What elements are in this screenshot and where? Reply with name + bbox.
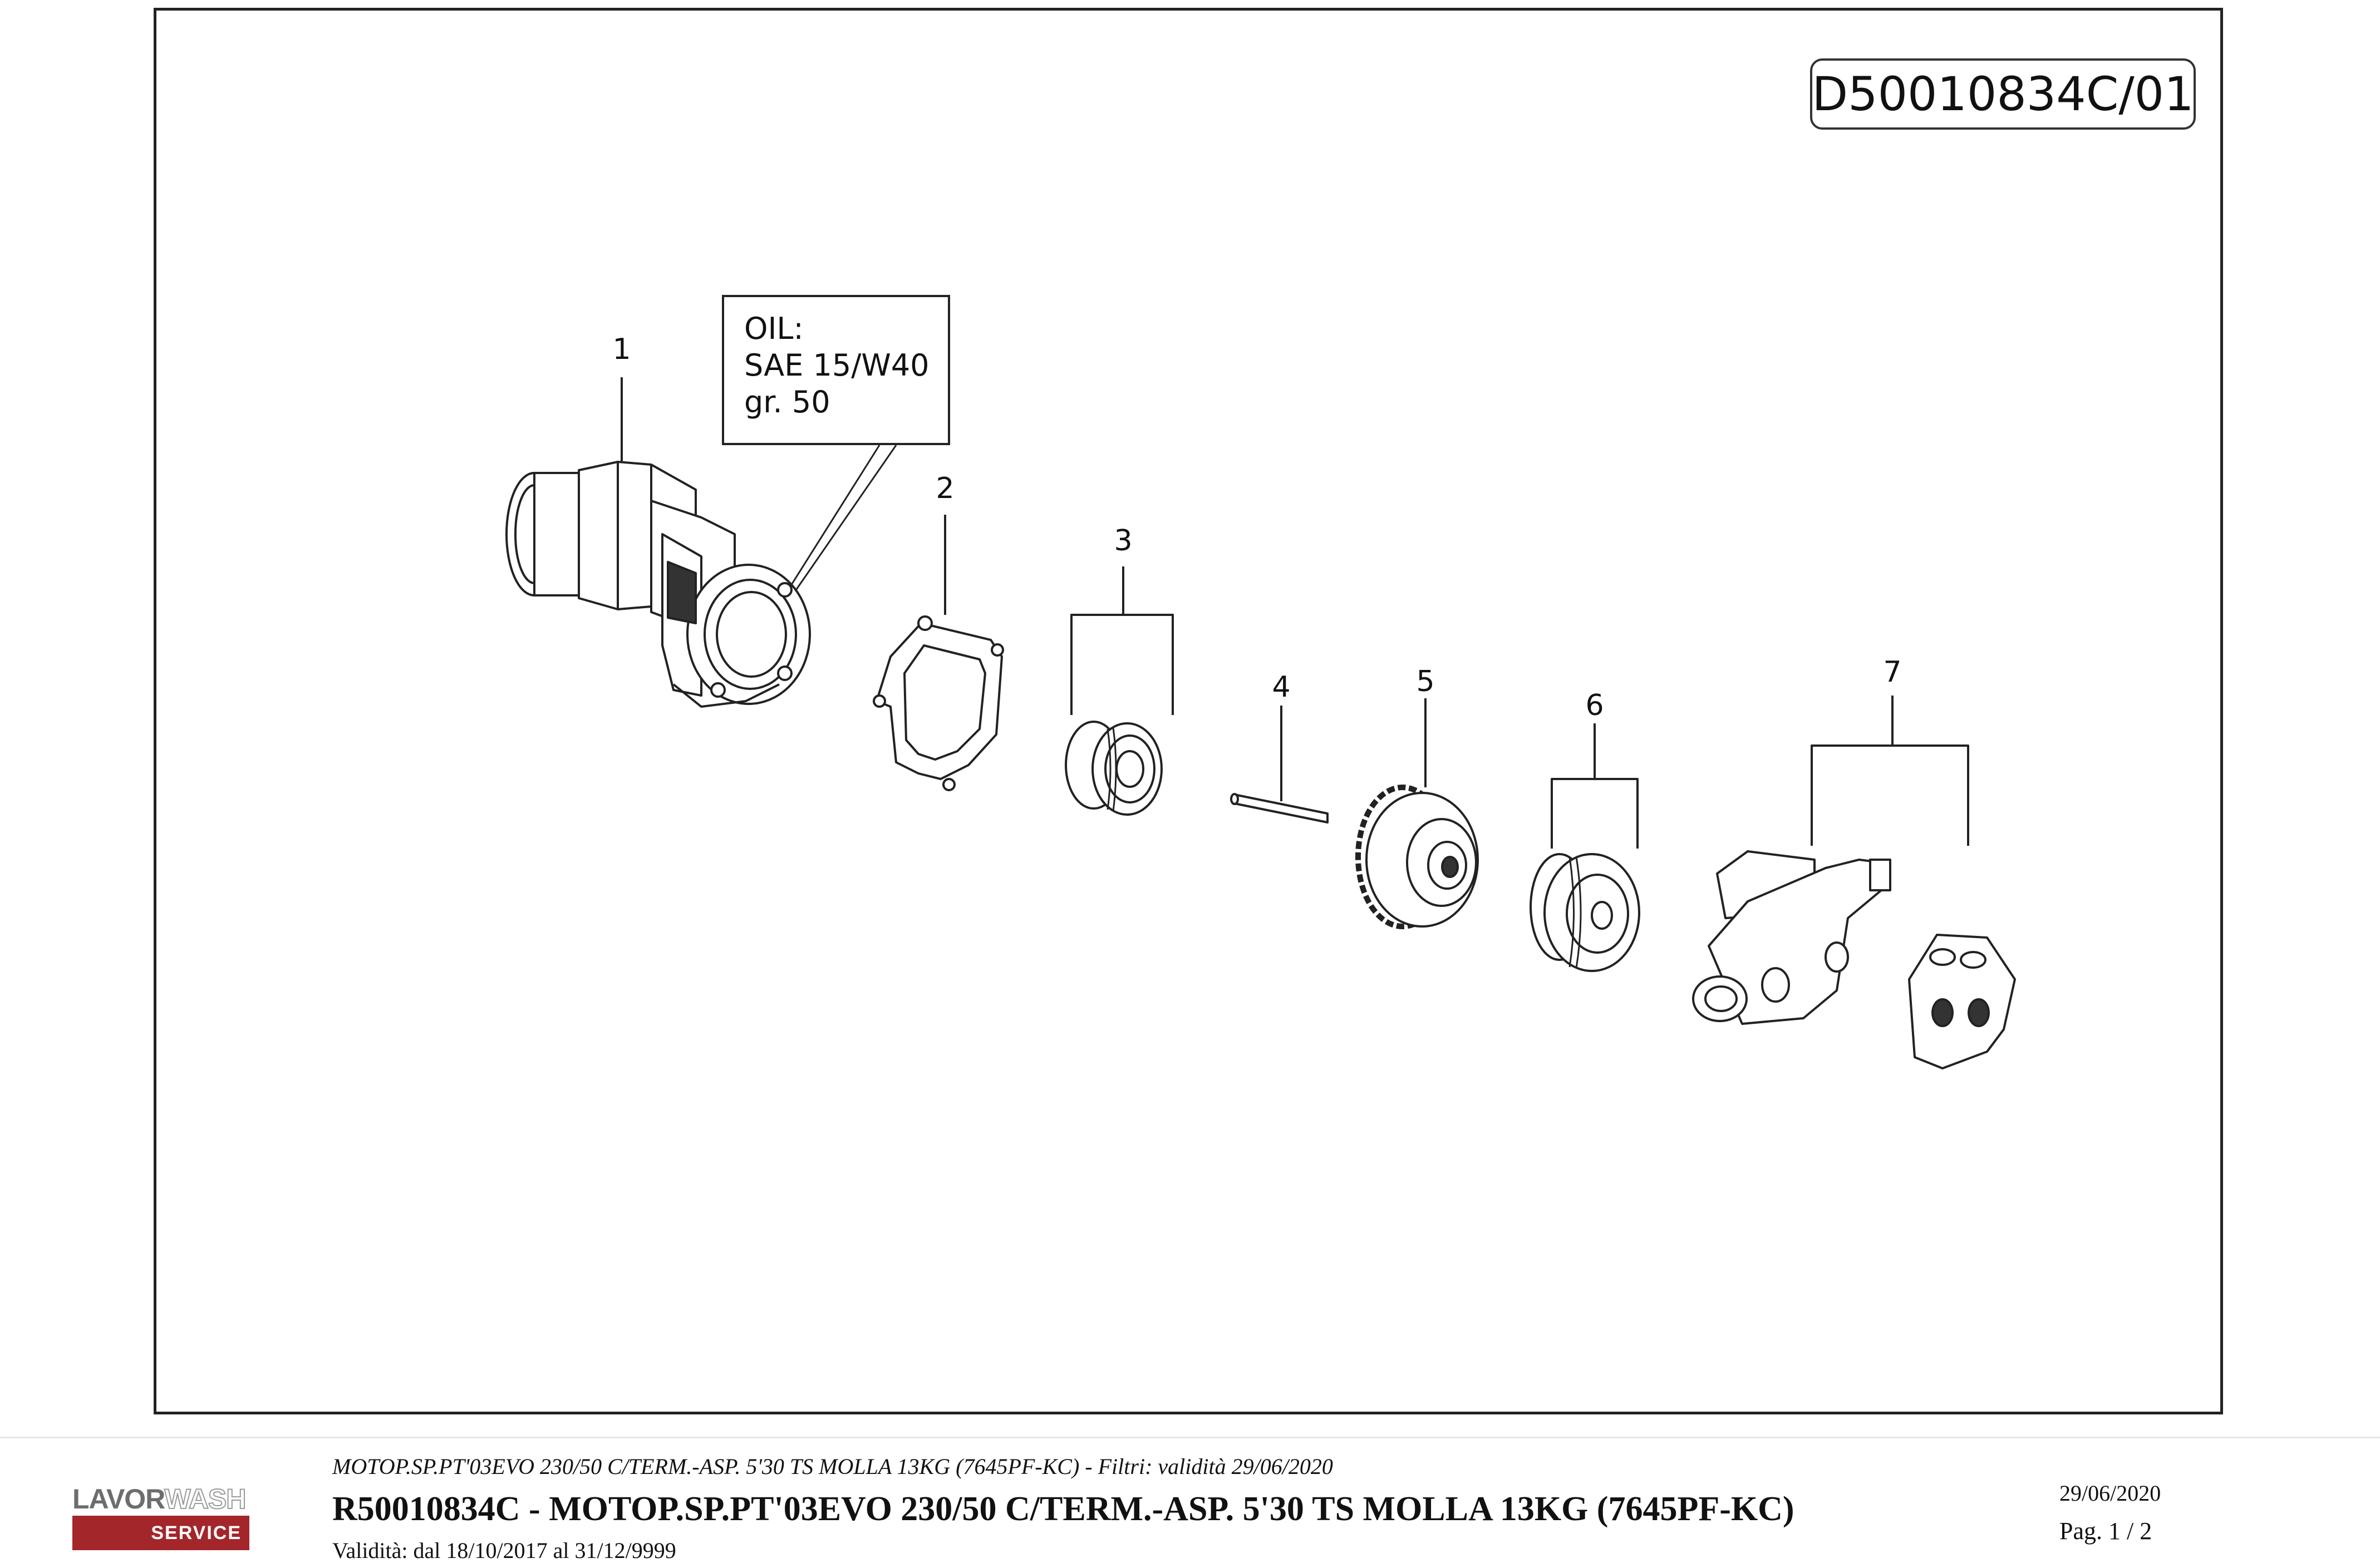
oil-note-line: OIL: [744,311,804,346]
footer-title: R50010834C - MOTOP.SP.PT'03EVO 230/50 C/… [332,1490,1794,1528]
flange-gasket-icon [873,615,1004,791]
footer-subtitle: MOTOP.SP.PT'03EVO 230/50 C/TERM.-ASP. 5'… [332,1454,1333,1479]
document-code: D50010834C/01 [1810,58,2196,130]
gear-wheel-icon [1355,785,1479,929]
oil-note-box: OIL: SAE 15/W40 gr. 50 [722,295,950,445]
company-logo: LAVORWASH SERVICE [72,1483,249,1554]
callout-number: 2 [936,472,955,505]
pump-head-assembly-icon [1692,850,2016,1069]
page-number: Pag. 1 / 2 [2059,1517,2152,1545]
logo-tagline: SERVICE [72,1516,249,1550]
leader-lines [621,377,1969,849]
bearing-set-icon [1065,721,1163,816]
footer-divider [0,1437,2380,1438]
pin-icon [1230,793,1329,824]
logo-wordmark: LAVORWASH [72,1483,247,1515]
oil-note-line: gr. 50 [744,384,830,420]
callout-number: 4 [1272,670,1291,704]
oil-note-line: SAE 15/W40 [744,348,930,383]
callout-number: 5 [1416,665,1435,698]
drawing-frame [154,8,2223,1414]
callout-number: 3 [1114,524,1133,558]
callout-number: 1 [612,333,631,366]
motor-pump-housing-icon [505,461,811,708]
callout-number: 6 [1585,689,1604,722]
bearing-pulley-icon [1530,853,1640,972]
footer-validity: Validità: dal 18/10/2017 al 31/12/9999 [332,1538,676,1563]
footer-date: 29/06/2020 [2059,1481,2161,1506]
callout-number: 7 [1883,655,1902,689]
